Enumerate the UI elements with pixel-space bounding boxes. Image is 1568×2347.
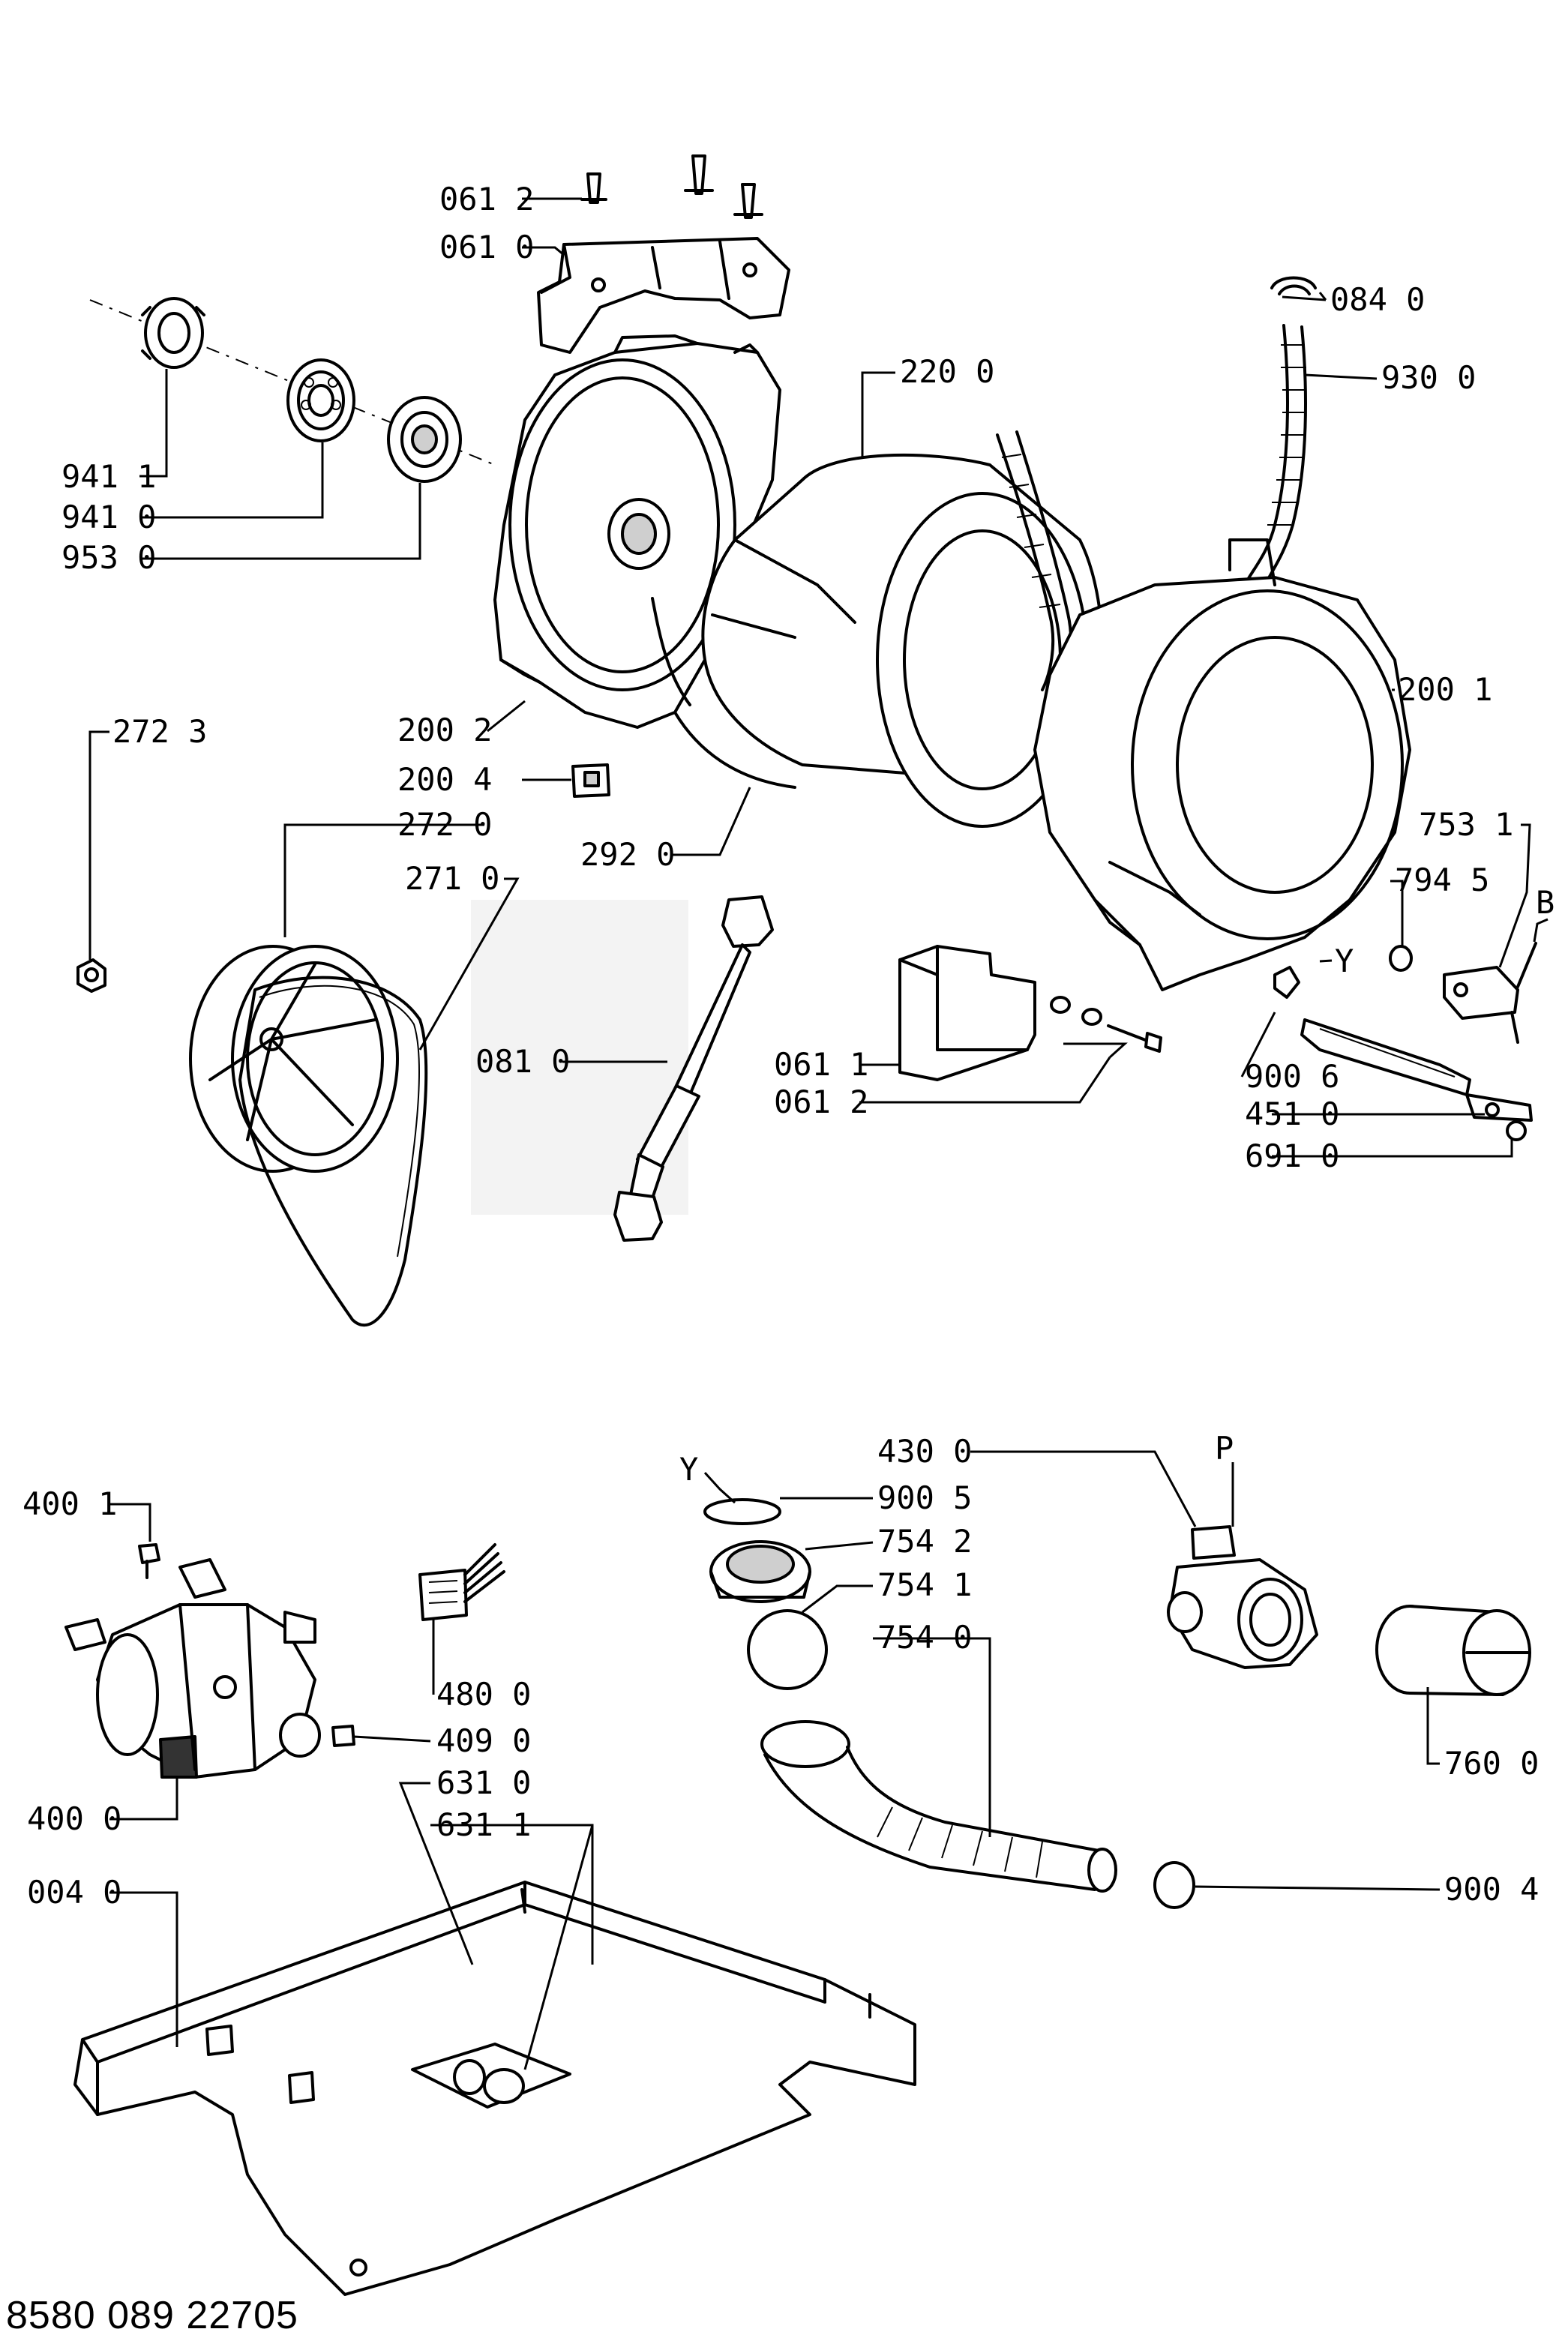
callout-2920: 292 0: [580, 836, 675, 873]
callout-0611: 061 1: [774, 1046, 868, 1083]
callout-9004: 900 4: [1444, 1871, 1539, 1908]
drive-motor: [64, 1558, 321, 1779]
pump-filter: [1375, 1605, 1531, 1696]
callout-2001: 200 1: [1398, 671, 1492, 708]
tub-clip-2004: [571, 763, 610, 798]
callout-0610: 061 0: [439, 229, 534, 265]
tub-fastener-screws: [580, 154, 763, 219]
callout-4300: 430 0: [877, 1433, 972, 1470]
heater-nut: [1506, 1120, 1527, 1141]
drain-pump: [1167, 1525, 1318, 1669]
upper-counterweight-bracket: [537, 237, 790, 354]
drive-belt: [238, 976, 428, 1327]
outlet-gasket: [709, 1540, 811, 1603]
bearing-9410: [286, 358, 355, 442]
marker-b: B: [1536, 884, 1555, 921]
motor-brush: [331, 1725, 355, 1747]
callout-7541: 754 1: [877, 1566, 972, 1603]
temperature-sensor: [1443, 942, 1537, 1044]
shock-absorber: [471, 895, 774, 1242]
front-tub-half: [1033, 538, 1411, 991]
lower-counterweight: [898, 945, 1036, 1081]
motor-connector: [418, 1543, 505, 1621]
callout-9530: 953 0: [61, 539, 156, 576]
callout-9005: 900 5: [877, 1479, 972, 1516]
callout-7945: 794 5: [1395, 862, 1489, 898]
callout-6311: 631 1: [436, 1806, 531, 1843]
callout-2723: 272 3: [112, 713, 207, 750]
callout-7600: 760 0: [1444, 1745, 1539, 1782]
callout-4000: 400 0: [27, 1800, 121, 1837]
callout-6310: 631 0: [436, 1764, 531, 1801]
heater-grommet: [1389, 945, 1413, 972]
filler-hose-930: [1243, 324, 1307, 591]
callout-7531: 753 1: [1419, 806, 1513, 843]
bearing-9530: [387, 396, 462, 483]
marker-y-lower: Y: [679, 1451, 698, 1488]
callout-0040: 004 0: [27, 1874, 121, 1911]
callout-0612-top: 061 2: [439, 181, 534, 217]
heater-clip-9006: [1273, 966, 1300, 999]
document-number: 8580 089 22705: [6, 2294, 298, 2337]
callout-4510: 451 0: [1245, 1096, 1339, 1132]
callout-0840: 084 0: [1330, 281, 1425, 318]
bearing-9411: [141, 297, 205, 369]
motor-screw: [138, 1543, 160, 1579]
marker-y-upper: Y: [1335, 943, 1354, 979]
callout-0612-lower: 061 2: [774, 1084, 868, 1120]
pulley-nut-2723: [76, 958, 106, 993]
tub-seal-ring: [673, 711, 796, 789]
callout-7540: 754 0: [877, 1619, 972, 1656]
callout-9006: 900 6: [1245, 1058, 1339, 1095]
callout-4090: 409 0: [436, 1722, 531, 1759]
check-ball: [747, 1609, 828, 1690]
callout-2004: 200 4: [397, 761, 492, 798]
callout-2720: 272 0: [397, 806, 492, 843]
callout-2200: 220 0: [900, 353, 994, 390]
leader-lines: [88, 197, 1549, 2070]
counterweight-bolts: [1050, 996, 1162, 1053]
callout-4800: 480 0: [436, 1676, 531, 1713]
bellows-clamp-9005: [703, 1498, 781, 1525]
callout-9411: 941 1: [61, 458, 156, 495]
callout-2002: 200 2: [397, 712, 492, 748]
hose-clamp-9004: [1153, 1861, 1195, 1909]
callout-9410: 941 0: [61, 499, 156, 535]
callout-9300: 930 0: [1381, 359, 1476, 396]
callout-7542: 754 2: [877, 1523, 972, 1560]
tub-outlet-hose: [760, 1720, 1117, 1893]
callout-0810: 081 0: [475, 1043, 570, 1080]
hose-clip-084: [1270, 276, 1317, 295]
base-frame: [73, 1881, 916, 2296]
drum-pulley: [189, 945, 399, 1173]
callout-6910: 691 0: [1245, 1138, 1339, 1174]
callout-4001: 400 1: [22, 1485, 117, 1522]
marker-p: P: [1215, 1430, 1234, 1467]
callout-2710: 271 0: [405, 860, 499, 897]
